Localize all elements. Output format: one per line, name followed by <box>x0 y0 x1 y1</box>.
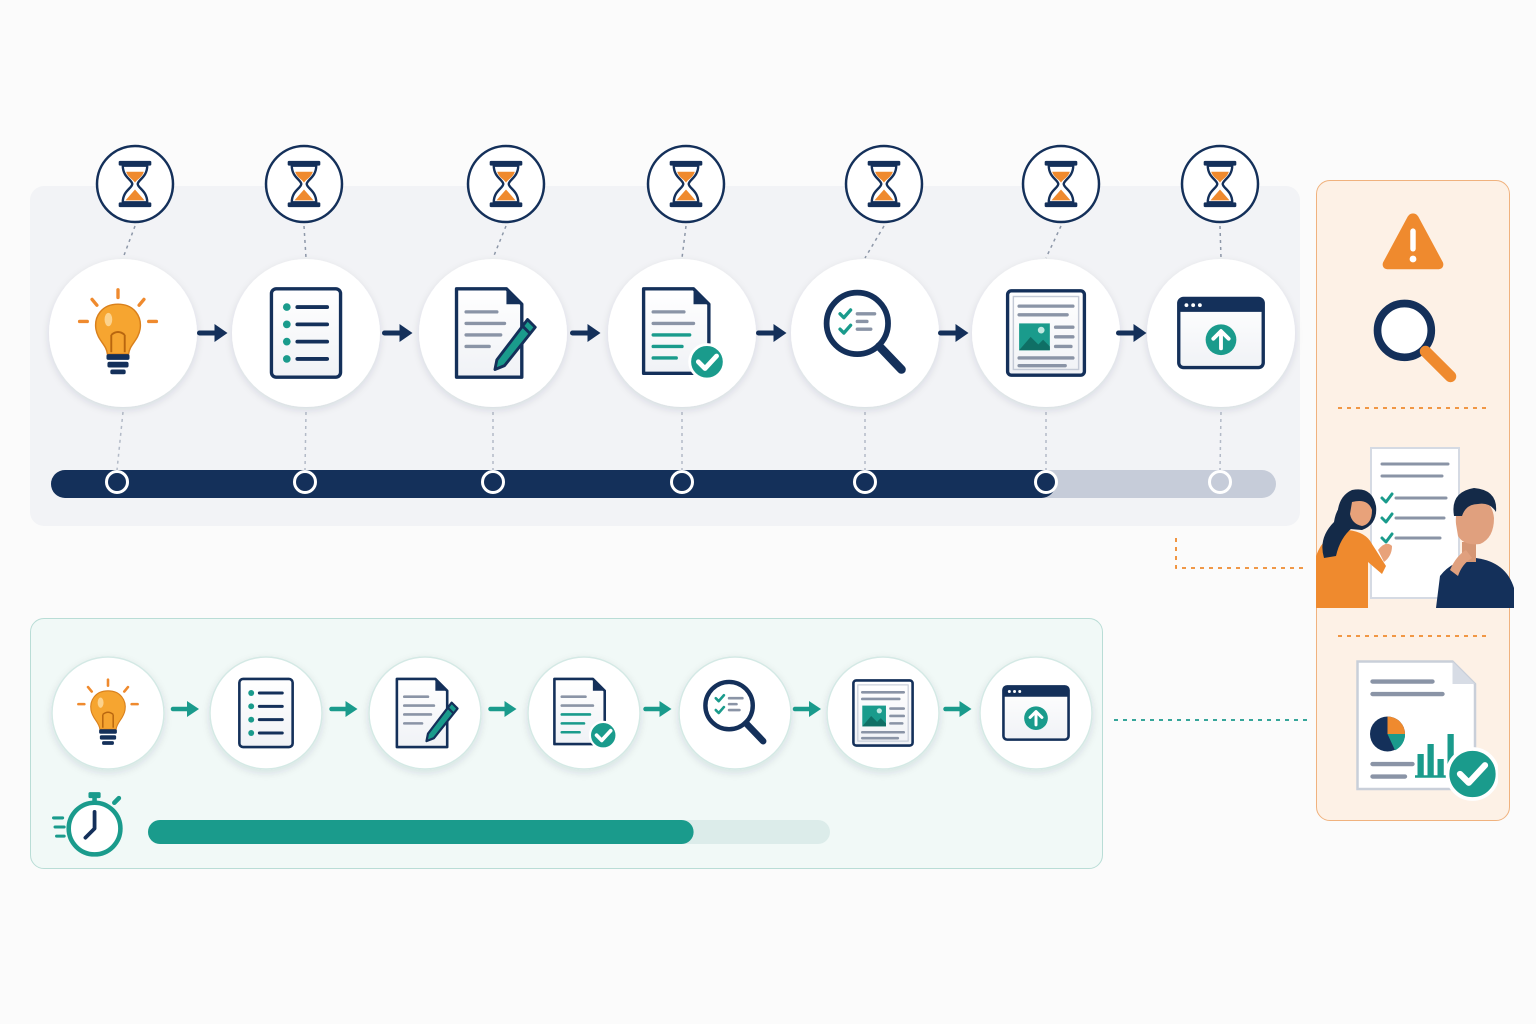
slow-progress-fill <box>51 470 1056 498</box>
milestone-marker <box>293 470 317 494</box>
checklist-icon <box>269 286 343 380</box>
dashed-connector <box>303 225 307 259</box>
dashed-connector <box>864 225 885 259</box>
workflow-step-5 <box>791 259 939 407</box>
fast-step-6 <box>826 656 940 770</box>
milestone-marker <box>105 470 129 494</box>
fast-step-1 <box>51 656 165 770</box>
hourglass-icon <box>844 144 924 224</box>
article-layout-icon <box>852 679 914 747</box>
hourglass-icon <box>95 144 175 224</box>
milestone-marker <box>1208 470 1232 494</box>
step-arrow <box>570 324 601 342</box>
dashed-connector <box>122 225 136 259</box>
warning-icon <box>1382 213 1444 270</box>
fast-step-arrow <box>792 701 821 717</box>
milestone-marker <box>481 470 505 494</box>
slow-to-review-connector <box>1175 538 1308 569</box>
workflow-step-6 <box>972 259 1120 407</box>
dashed-connector <box>304 411 307 471</box>
fast-progress-fill <box>148 820 694 844</box>
workflow-step-2 <box>232 259 380 407</box>
fast-step-4 <box>527 656 641 770</box>
dashed-connector <box>1045 225 1062 259</box>
dashed-connector <box>681 225 687 259</box>
dashed-connector <box>1219 225 1222 259</box>
fast-step-arrow <box>170 701 199 717</box>
step-arrow <box>197 324 228 342</box>
dashed-connector <box>492 225 507 259</box>
review-meeting-illustration <box>1316 446 1516 608</box>
hourglass-icon <box>1180 144 1260 224</box>
hourglass-icon <box>1021 144 1101 224</box>
step-arrow <box>938 324 969 342</box>
milestone-marker <box>853 470 877 494</box>
report-approved-icon <box>1358 662 1498 800</box>
step-arrow <box>756 324 787 342</box>
hourglass-icon <box>646 144 726 224</box>
milestone-marker <box>670 470 694 494</box>
fast-step-arrow <box>643 701 672 717</box>
fast-step-2 <box>209 656 323 770</box>
step-arrow <box>382 324 413 342</box>
magnifier-icon <box>1378 304 1451 377</box>
fast-step-7 <box>979 656 1093 770</box>
fast-step-5 <box>678 656 792 770</box>
workflow-step-3 <box>419 259 567 407</box>
browser-upload-icon <box>1176 296 1266 370</box>
fast-step-3 <box>368 656 482 770</box>
hourglass-icon <box>466 144 546 224</box>
checklist-icon <box>237 677 295 749</box>
stopwatch-icon <box>54 792 121 854</box>
step-arrow <box>1116 324 1147 342</box>
fast-step-arrow <box>943 701 972 717</box>
workflow-step-1 <box>49 259 197 407</box>
dashed-connector <box>116 411 124 471</box>
article-layout-icon <box>1005 289 1087 377</box>
dashed-connector <box>1219 411 1222 471</box>
browser-upload-icon <box>1001 684 1071 742</box>
workflow-step-4 <box>608 259 756 407</box>
fast-step-arrow <box>329 701 358 717</box>
milestone-marker <box>1034 470 1058 494</box>
workflow-step-7 <box>1147 259 1295 407</box>
fast-step-arrow <box>488 701 517 717</box>
hourglass-icon <box>264 144 344 224</box>
